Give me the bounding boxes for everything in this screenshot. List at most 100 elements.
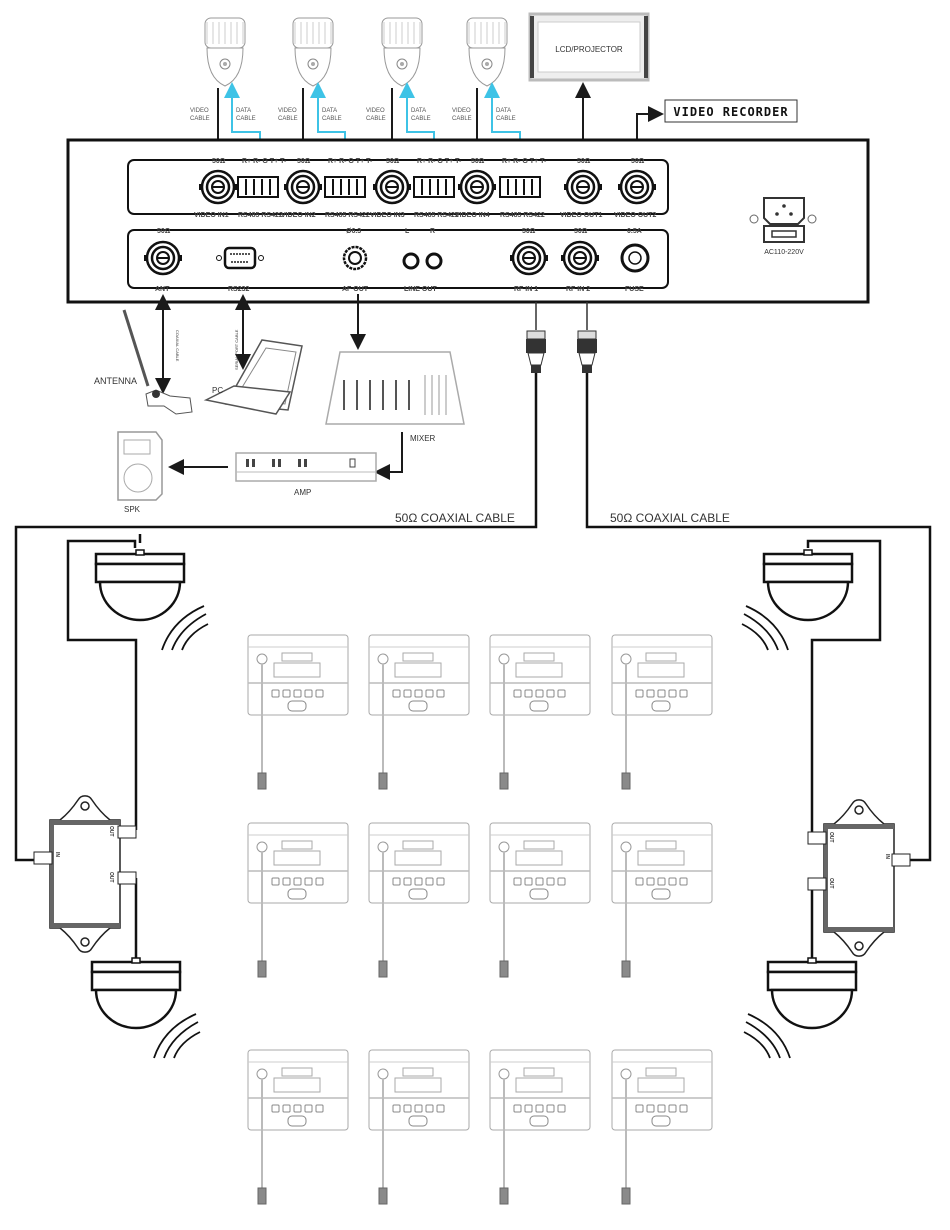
svg-text:50Ω: 50Ω <box>157 228 171 235</box>
video-cable-label-1: VIDEO <box>190 108 209 114</box>
ptz-camera-3 <box>381 17 423 87</box>
data-cable-label-3: DATA <box>411 108 426 114</box>
svg-text:IN: IN <box>54 852 60 857</box>
svg-text:RS485 RS422: RS485 RS422 <box>325 212 370 219</box>
label-video-out2: VIDEO OUT2 <box>614 212 657 219</box>
rs485-port-3 <box>413 176 455 198</box>
video-recorder-label: VIDEO RECORDER <box>673 105 788 119</box>
pc-label: PC <box>212 386 223 395</box>
main-unit: 50Ω R+ R- G T+ T- 50Ω R+ R- G T+ T- 50Ω … <box>66 138 870 304</box>
signal-waves-right-top <box>741 605 789 651</box>
lcd-projector: LCD/PROJECTOR <box>528 12 650 82</box>
dome-antenna-right-bottom <box>766 956 858 1030</box>
ptz-camera-4 <box>466 17 508 87</box>
svg-text:IN: IN <box>884 854 890 859</box>
label-video-in3: VIDEO IN3 <box>370 212 405 219</box>
signal-waves-right-bottom <box>743 1013 791 1059</box>
right-antenna-network <box>806 539 882 960</box>
svg-text:L: L <box>405 228 410 235</box>
dome-antenna-left-bottom <box>90 956 182 1030</box>
svg-text:CABLE: CABLE <box>236 116 256 122</box>
svg-text:50Ω: 50Ω <box>522 228 536 235</box>
antenna-label: ANTENNA <box>94 376 137 386</box>
video-cable-label-3: VIDEO <box>366 108 385 114</box>
svg-text:CABLE: CABLE <box>496 116 516 122</box>
mixer: MIXER <box>325 351 465 443</box>
svg-text:CABLE: CABLE <box>278 116 298 122</box>
svg-text:50Ω: 50Ω <box>574 228 588 235</box>
svg-text:CABLE: CABLE <box>452 116 472 122</box>
svg-text:RS485 RS422: RS485 RS422 <box>500 212 545 219</box>
delegate-unit-r1-c3 <box>489 634 591 790</box>
svg-text:CABLE: CABLE <box>366 116 386 122</box>
delegate-units-grid <box>247 634 713 1205</box>
svg-text:R+ R- G T+ T-: R+ R- G T+ T- <box>502 158 547 165</box>
svg-text:CABLE: CABLE <box>322 116 342 122</box>
data-cable-label-1: DATA <box>236 108 251 114</box>
antenna: ANTENNA <box>94 309 193 415</box>
rs485-port-2 <box>324 176 366 198</box>
dome-antenna-right-top <box>762 548 854 622</box>
video-cable-label-4: VIDEO <box>452 108 471 114</box>
label-ant: ANT <box>155 286 170 293</box>
ptz-camera-2 <box>292 17 334 87</box>
label-fuse: FUSE <box>625 286 644 293</box>
fuse-holder <box>620 243 650 273</box>
svg-text:CABLE: CABLE <box>190 116 210 122</box>
splitter-right-ports: OUT OUT IN <box>807 831 911 891</box>
label-line-out: LINE OUT <box>404 286 437 293</box>
mixer-label: MIXER <box>410 434 436 443</box>
data-cable-label-2: DATA <box>322 108 337 114</box>
pc-laptop: PC <box>203 339 303 415</box>
video-recorder: VIDEO RECORDER <box>664 99 798 123</box>
serial-cable-small-label: SERIAL PORT CABLE <box>234 329 239 370</box>
rf-connector-1 <box>526 302 546 373</box>
delegate-unit-r1-c1 <box>247 634 349 790</box>
left-antenna-network <box>66 539 138 960</box>
delegate-unit-r1-c2 <box>368 634 470 790</box>
signal-waves-left-top <box>161 605 209 651</box>
coax-label-left: 50Ω COAXIAL CABLE <box>395 511 515 525</box>
svg-text:CABLE: CABLE <box>411 116 431 122</box>
delegate-unit-r3-c2 <box>368 1049 470 1205</box>
svg-text:R+ R- G T+ T-: R+ R- G T+ T- <box>417 158 462 165</box>
label-video-in2: VIDEO IN2 <box>281 212 316 219</box>
speaker: SPK <box>117 431 163 514</box>
line-out-ports <box>402 252 443 270</box>
svg-text:50Ω: 50Ω <box>386 158 400 165</box>
label-video-in4: VIDEO IN4 <box>455 212 490 219</box>
label-video-in1: VIDEO IN1 <box>194 212 229 219</box>
svg-text:RS485 RS422: RS485 RS422 <box>238 212 283 219</box>
delegate-unit-r3-c3 <box>489 1049 591 1205</box>
delegate-unit-r2-c1 <box>247 822 349 978</box>
delegate-unit-r2-c2 <box>368 822 470 978</box>
svg-text:R+ R- G T+ T-: R+ R- G T+ T- <box>242 158 287 165</box>
svg-text:50Ω: 50Ω <box>577 158 591 165</box>
power-label: AC110-220V <box>764 249 804 256</box>
svg-text:50Ω: 50Ω <box>212 158 226 165</box>
label-af-out: AF OUT <box>342 286 369 293</box>
coaxial-cable-small-label: COAXIAL CABLE <box>175 330 180 362</box>
label-rf-in-1: RF IN 1 <box>514 286 538 293</box>
coax-cable-left <box>14 373 538 862</box>
speaker-label: SPK <box>124 505 141 514</box>
coax-cable-right <box>585 373 932 862</box>
ptz-camera-1 <box>204 17 246 87</box>
amp: AMP <box>235 452 377 497</box>
delegate-unit-r3-c4 <box>611 1049 713 1205</box>
data-cable-label-4: DATA <box>496 108 511 114</box>
power-socket: AC110-220V <box>749 197 817 256</box>
svg-text:R+ R- G T+ T-: R+ R- G T+ T- <box>328 158 373 165</box>
svg-text:50Ω: 50Ω <box>471 158 485 165</box>
svg-text:0.5A: 0.5A <box>627 228 642 235</box>
svg-text:OUT: OUT <box>828 878 834 889</box>
splitter-left-ports: OUT OUT IN <box>33 825 137 885</box>
delegate-unit-r1-c4 <box>611 634 713 790</box>
svg-text:RS485 RS422: RS485 RS422 <box>414 212 459 219</box>
rf-connector-2 <box>577 302 597 373</box>
delegate-unit-r3-c1 <box>247 1049 349 1205</box>
delegate-unit-r2-c3 <box>489 822 591 978</box>
label-rs232: RS232 <box>228 286 250 293</box>
svg-text:Ø6.3: Ø6.3 <box>346 228 361 235</box>
